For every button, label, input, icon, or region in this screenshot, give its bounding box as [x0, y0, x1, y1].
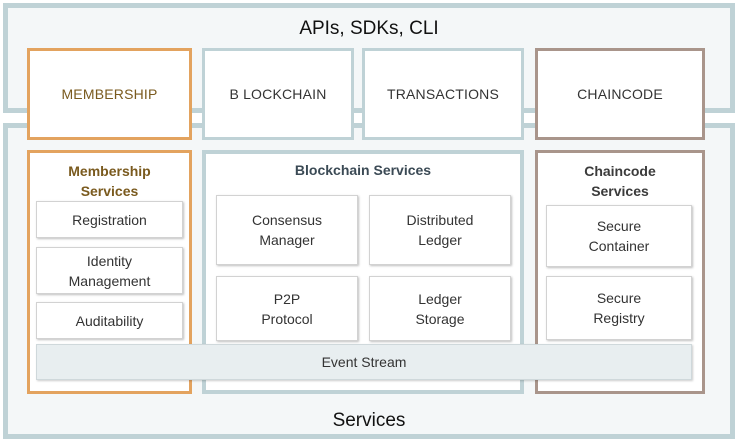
secure-registry-box: Secure Registry — [546, 276, 692, 340]
ledger-storage-label: Ledger Storage — [415, 290, 465, 327]
identity-management-box: Identity Management — [36, 247, 183, 294]
secure-container-box: Secure Container — [546, 205, 692, 267]
registration-box: Registration — [36, 201, 183, 238]
membership-services-title: Membership Services — [68, 163, 151, 199]
api-panel-title: APIs, SDKs, CLI — [299, 18, 439, 39]
secure-registry-label: Secure Registry — [593, 290, 645, 326]
blockchain-top-box: B LOCKCHAIN — [202, 48, 354, 140]
consensus-manager-box: Consensus Manager — [216, 195, 358, 265]
chaincode-services-title: Chaincode Services — [584, 163, 656, 199]
secure-container-label: Secure Container — [588, 218, 650, 254]
membership-top-label: MEMBERSHIP — [61, 86, 158, 102]
consensus-manager-label: Consensus Manager — [251, 212, 323, 248]
distributed-ledger-box: Distributed Ledger — [369, 195, 511, 265]
p2p-protocol-box: P2P Protocol — [216, 276, 358, 341]
distributed-ledger-label: Distributed Ledger — [406, 212, 474, 248]
registration-label: Registration — [72, 211, 147, 228]
identity-management-label: Identity Management — [68, 252, 151, 289]
blockchain-services-title: Blockchain Services — [294, 162, 432, 178]
chaincode-top-box: CHAINCODE — [535, 48, 705, 140]
services-panel-title: Services — [332, 410, 406, 431]
chaincode-top-label: CHAINCODE — [577, 86, 663, 102]
ledger-storage-box: Ledger Storage — [369, 276, 511, 341]
blockchain-top-label: B LOCKCHAIN — [229, 86, 327, 102]
membership-top-box: MEMBERSHIP — [27, 48, 192, 140]
transactions-top-label: TRANSACTIONS — [386, 86, 500, 102]
auditability-label: Auditability — [75, 312, 144, 329]
p2p-protocol-label: P2P Protocol — [261, 290, 313, 327]
event-stream-bar: Event Stream — [36, 344, 692, 380]
event-stream-label: Event Stream — [321, 354, 407, 370]
transactions-top-box: TRANSACTIONS — [362, 48, 524, 140]
auditability-box: Auditability — [36, 302, 183, 339]
